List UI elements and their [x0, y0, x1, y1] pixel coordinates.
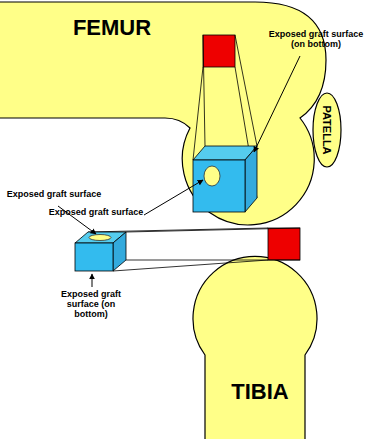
bone-region: PATELLA [319, 103, 335, 156]
bone-region: TIBIA [229, 377, 290, 407]
femur-donor-site [203, 35, 235, 67]
part-name: FEMUR [73, 15, 151, 41]
part-name: TIBIA [231, 379, 288, 405]
callout-label: Exposed graft surface (on bottom) [262, 30, 370, 50]
part-name: PATELLA [321, 105, 333, 154]
leader-lines [58, 56, 300, 287]
graft-plug-femur [193, 146, 257, 212]
callout-label: Exposed graft surface [44, 208, 148, 218]
tibia-donor-site [268, 228, 300, 260]
tibia-shape [193, 256, 317, 439]
callout-label: Exposed graft surface (on bottom) [55, 290, 127, 320]
patella-shape [313, 93, 341, 167]
graft-plug-tibia [75, 232, 126, 271]
bone-region: FEMUR [71, 13, 153, 43]
callout-label: Exposed graft surface [2, 190, 106, 200]
